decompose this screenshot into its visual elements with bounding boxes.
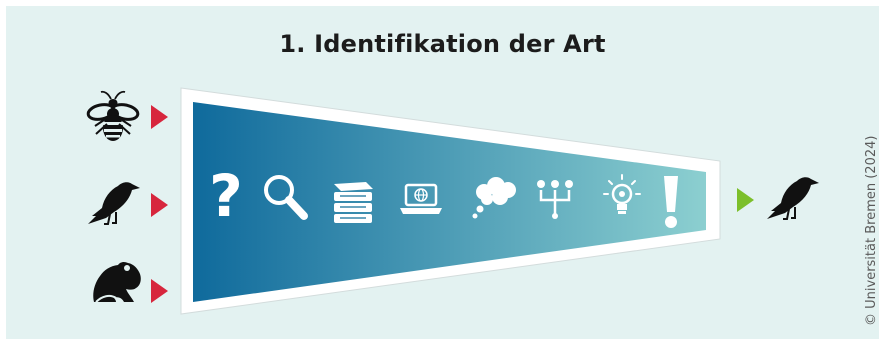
magnifier-icon <box>264 175 308 220</box>
bird-icon <box>88 182 140 225</box>
output-arrow <box>737 188 754 212</box>
funnel-body <box>193 102 706 302</box>
frog-icon <box>93 261 141 303</box>
key-tree-icon <box>537 180 573 219</box>
copyright-notice: © Universität Bremen (2024) <box>864 135 879 326</box>
thought-cloud-icon <box>472 177 516 219</box>
svg-text:?: ? <box>209 162 243 230</box>
input-arrow <box>151 105 168 129</box>
bee-icon <box>86 90 140 141</box>
books-icon <box>334 182 373 223</box>
exclamation-icon <box>664 176 678 228</box>
laptop-globe-icon <box>400 183 442 214</box>
lightbulb-icon <box>603 174 641 214</box>
question-mark-icon: ? <box>209 162 243 230</box>
input-arrow <box>151 279 168 303</box>
diagram-title: 1. Identifikation der Art <box>279 30 606 58</box>
input-arrow <box>151 193 168 217</box>
bird-icon <box>767 177 819 220</box>
